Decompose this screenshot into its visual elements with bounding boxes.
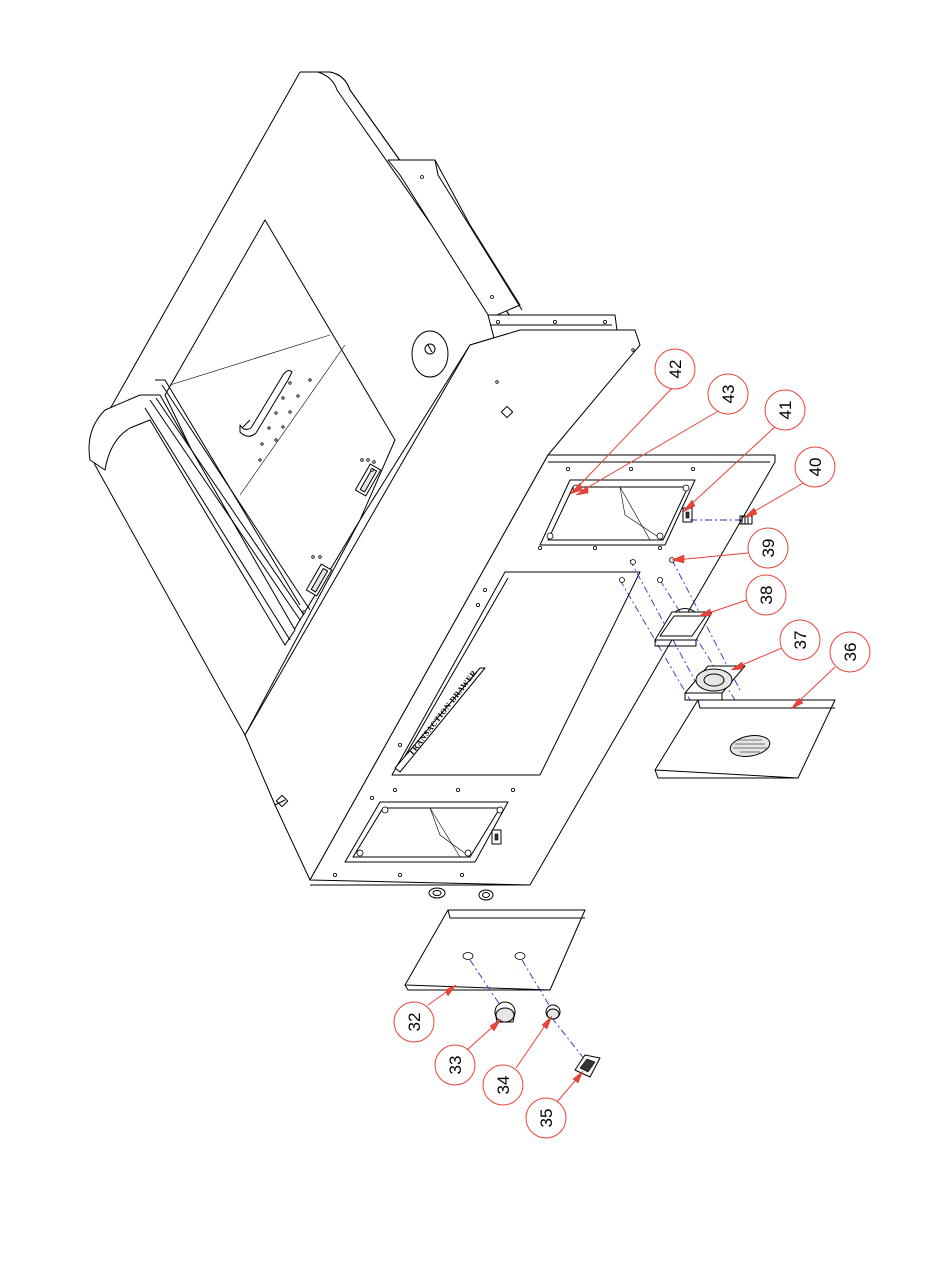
callout-34-number: 34 — [494, 1076, 513, 1095]
push-button-33 — [495, 1002, 515, 1022]
callout-35: 35 — [526, 1071, 583, 1138]
callout-33-number: 33 — [446, 1056, 465, 1075]
callout-41-number: 41 — [776, 401, 795, 420]
callout-38: 38 — [699, 575, 786, 616]
callout-37-number: 37 — [791, 631, 810, 650]
callout-40-number: 40 — [806, 458, 825, 477]
callout-32-number: 32 — [405, 1013, 424, 1032]
callout-37: 37 — [731, 620, 820, 670]
callout-36-number: 36 — [841, 643, 860, 662]
push-button-34 — [546, 1005, 560, 1019]
speaker-cover — [655, 700, 835, 778]
button-panel-parts — [405, 888, 600, 1077]
callout-38-number: 38 — [757, 586, 776, 605]
callout-43-number: 43 — [719, 385, 738, 404]
callout-39-number: 39 — [759, 539, 778, 558]
lock-cylinder — [412, 331, 448, 377]
callout-35-number: 35 — [537, 1109, 556, 1128]
switch-35 — [575, 1055, 600, 1077]
callout-42-number: 42 — [666, 360, 685, 379]
callout-32: 32 — [394, 985, 456, 1042]
